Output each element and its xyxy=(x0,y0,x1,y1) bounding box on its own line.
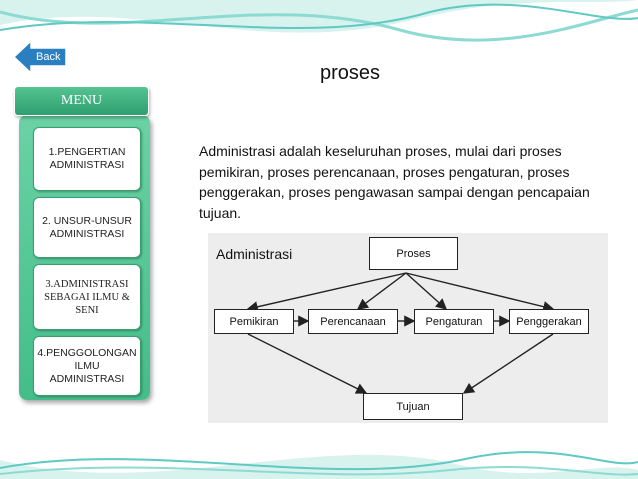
menu-item-label: 1.PENGERTIAN ADMINISTRASI xyxy=(48,146,126,171)
node-proses: Proses xyxy=(369,237,458,270)
menu-header: MENU xyxy=(14,86,149,116)
node-label: Tujuan xyxy=(396,400,430,413)
node-label: Proses xyxy=(396,247,431,260)
node-label: Penggerakan xyxy=(516,315,582,328)
menu-item-penggolongan[interactable]: 4.PENGGOLONGAN ILMU ADMINISTRASI xyxy=(33,336,141,396)
menu-item-label: 3.ADMINISTRASI SEBAGAI ILMU & SENI xyxy=(44,278,130,316)
definition-paragraph: Administrasi adalah keseluruhan proses, … xyxy=(199,143,590,221)
node-label: Pemikiran xyxy=(229,315,279,328)
node-tujuan: Tujuan xyxy=(363,393,463,420)
node-perencanaan: Perencanaan xyxy=(308,309,398,334)
back-label: Back xyxy=(36,51,61,63)
back-arrow-icon xyxy=(14,40,67,74)
menu-item-label: 4.PENGGOLONGAN ILMU ADMINISTRASI xyxy=(37,346,137,385)
node-pengaturan: Pengaturan xyxy=(414,309,494,334)
diagram-arrows xyxy=(246,272,555,394)
menu-item-ilmu-seni[interactable]: 3.ADMINISTRASI SEBAGAI ILMU & SENI xyxy=(33,264,141,330)
back-button[interactable]: Back xyxy=(14,40,68,74)
node-penggerakan: Penggerakan xyxy=(509,309,589,334)
node-pemikiran: Pemikiran xyxy=(214,309,294,334)
diagram-administrasi-label: Administrasi xyxy=(216,246,293,262)
node-label: Perencanaan xyxy=(320,315,386,328)
menu-item-label: 2. UNSUR-UNSUR ADMINISTRASI xyxy=(42,214,132,240)
menu-item-unsur[interactable]: 2. UNSUR-UNSUR ADMINISTRASI xyxy=(33,197,141,258)
process-diagram: Administrasi Proses Pemikiran Perencanaa… xyxy=(208,233,608,423)
node-label: Pengaturan xyxy=(425,315,483,328)
page-title: proses xyxy=(320,62,381,84)
menu-item-pengertian[interactable]: 1.PENGERTIAN ADMINISTRASI xyxy=(33,127,141,191)
